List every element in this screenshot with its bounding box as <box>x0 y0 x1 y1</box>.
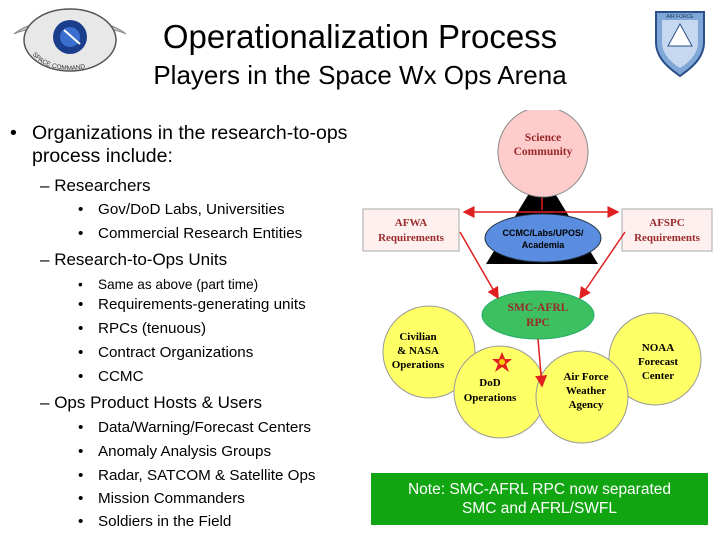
civilian-label: Civilian <box>399 331 436 343</box>
civilian-label-2: & NASA <box>397 345 439 357</box>
afspc-label-2: Requirements <box>634 232 701 244</box>
ccmc-ellipse <box>484 213 602 263</box>
afwa-requirements-box <box>362 208 460 252</box>
noaa-label-2: Forecast <box>638 356 678 368</box>
noaa-label: NOAA <box>642 342 674 354</box>
arrow-afspc-to-rpc <box>579 231 626 300</box>
space-wx-ops-diagram: Science Community AFWA Requirements AFSP… <box>362 110 713 444</box>
researchers-label: Researchers <box>54 176 151 195</box>
bullet-intro: Organizations in the research-to-ops pro… <box>32 122 348 167</box>
science-label: Science <box>525 132 561 144</box>
afspc-requirements-box <box>621 208 713 252</box>
slide-title: Operationalization Process <box>162 18 558 55</box>
smc-afrl-label: SMC-AFRL <box>508 302 569 314</box>
af-weather-label: Air Force <box>563 371 608 383</box>
noaa-circle <box>608 312 702 406</box>
bullet-researchers: – Researchers <box>40 176 151 195</box>
afspc-label: AFSPC <box>649 217 685 229</box>
bullet-ops-hosts: – Ops Product Hosts & Users <box>40 393 263 412</box>
note-box: Note: SMC-AFRL RPC now separated SMC and… <box>371 473 708 525</box>
af-weather-label-2: Weather <box>566 385 606 397</box>
noaa-label-3: Center <box>642 370 674 382</box>
arrow-afwa-to-rpc <box>459 231 499 300</box>
air-force-shield-icon: AIR FORCE <box>655 11 705 78</box>
smc-afrl-label-2: RPC <box>526 317 550 329</box>
af-weather-circle <box>535 350 629 444</box>
ops-hosts-label: Ops Product Hosts & Users <box>54 393 263 412</box>
note-line-2: SMC and AFRL/SWFL <box>461 500 618 517</box>
afwa-label-2: Requirements <box>378 232 445 244</box>
civilian-label-3: Operations <box>392 359 445 371</box>
civilian-nasa-circle <box>382 305 476 399</box>
r2o-units-label: Research-to-Ops Units <box>54 250 228 269</box>
arrow-rpc-to-af-weather <box>535 338 548 388</box>
right-emblem-text: AIR FORCE <box>666 14 694 20</box>
science-community-circle <box>497 110 589 198</box>
af-weather-label-3: Agency <box>569 399 604 411</box>
dod-label: DoD <box>479 377 500 389</box>
starburst-icon <box>492 352 512 372</box>
smc-afrl-rpc-ellipse <box>481 290 595 340</box>
bullet-r2o-units: – Research-to-Ops Units <box>40 250 228 269</box>
dod-label-2: Operations <box>464 392 517 404</box>
science-label-2: Community <box>514 146 573 158</box>
note-line-1: Note: SMC-AFRL RPC now separated <box>407 481 672 498</box>
ccmc-label: CCMC/Labs/UPOS/ <box>502 228 584 238</box>
slide-subtitle: Players in the Space Wx Ops Arena <box>153 60 567 90</box>
afwa-label: AFWA <box>395 217 427 229</box>
space-command-emblem-icon: SPACE COMMAND <box>13 8 127 72</box>
ccmc-label-2: Academia <box>522 240 566 250</box>
